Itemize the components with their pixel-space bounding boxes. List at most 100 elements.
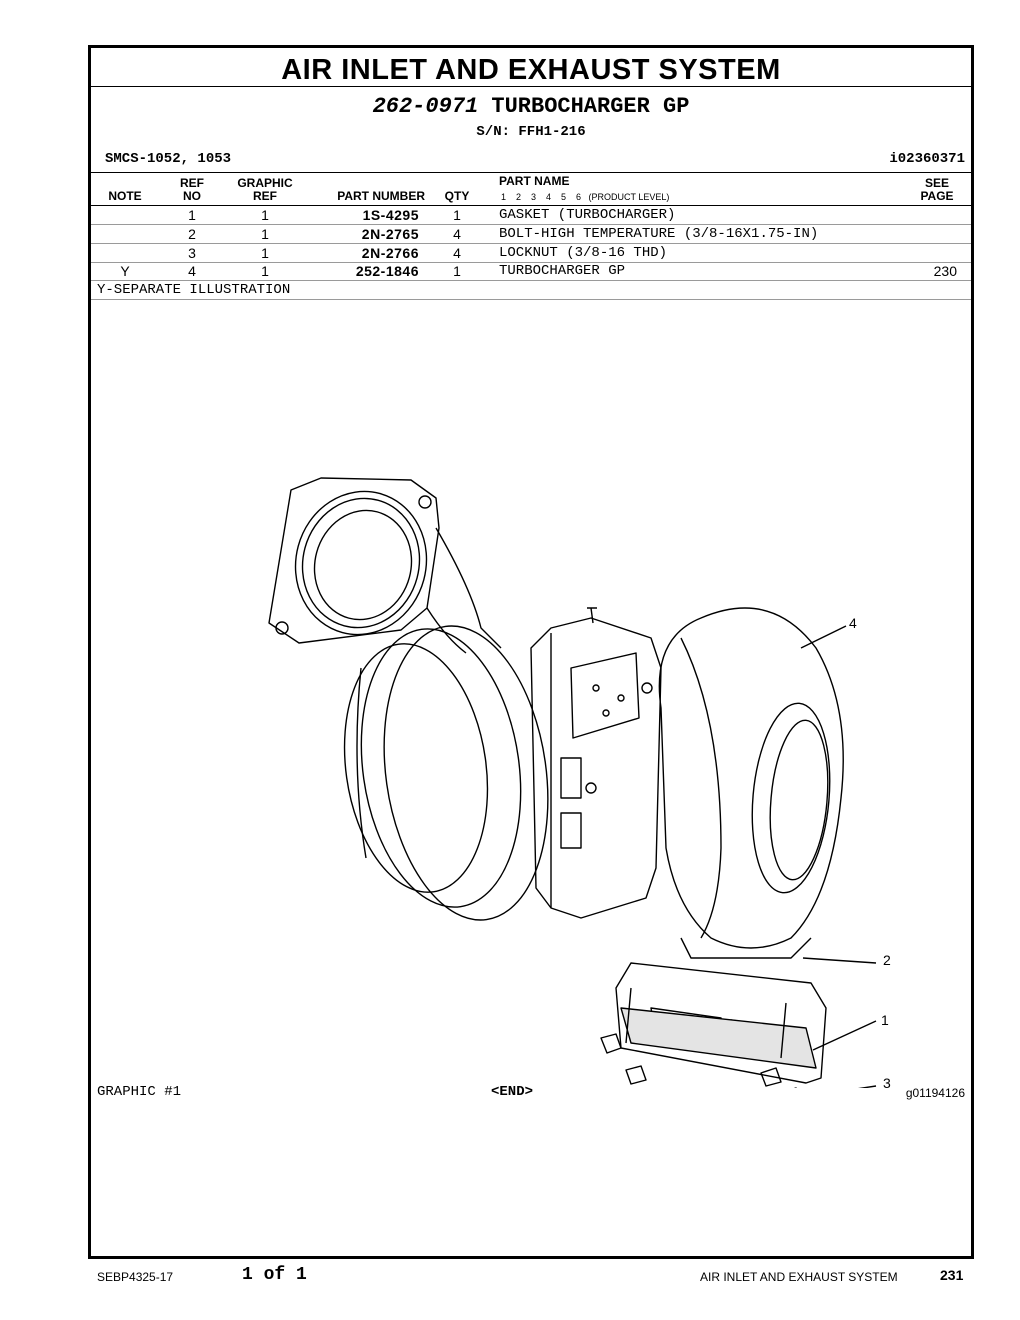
compressor-housing	[343, 643, 489, 893]
turbine-outlet	[751, 702, 831, 894]
row-ref-no: 3	[188, 245, 196, 261]
turbine-housing	[658, 607, 844, 949]
inlet-flange	[268, 477, 440, 644]
table-row[interactable]: 1 1 1S-4295 1 GASKET (TURBOCHARGER)	[91, 206, 971, 224]
turbocharger-illustration: 4 2 1 3	[268, 477, 891, 1088]
row-qty: 1	[453, 263, 461, 279]
header-ref-no-top: REF	[180, 176, 204, 190]
header-note: NOTE	[108, 189, 142, 203]
doc-number: SEBP4325-17	[97, 1270, 174, 1284]
row-divider	[91, 224, 971, 225]
flange-bolt-hole	[418, 495, 432, 509]
bolt-head	[617, 694, 625, 702]
page-number: 231	[940, 1267, 964, 1283]
row-graphic-ref: 1	[261, 263, 269, 279]
turbine-outlet-inner	[769, 719, 829, 881]
illustration-id: i02360371	[889, 151, 965, 167]
header-part-name: PART NAME	[499, 174, 570, 188]
row-qty: 1	[453, 207, 461, 223]
exhaust-flange	[615, 962, 827, 1084]
header-qty: QTY	[444, 189, 470, 203]
callout-3[interactable]: 3	[883, 1075, 891, 1088]
graphic-label: GRAPHIC #1	[97, 1084, 182, 1100]
header-ref-no-bottom: NO	[183, 189, 201, 203]
bearing-cover	[570, 652, 640, 739]
oil-ports	[560, 757, 582, 849]
leader-line-3	[857, 1085, 877, 1088]
header-divider	[91, 205, 971, 206]
row-graphic-ref: 1	[261, 226, 269, 242]
row-graphic-ref: 1	[261, 207, 269, 223]
bolt-head	[585, 782, 597, 794]
locknut	[625, 1065, 647, 1085]
row-ref-no: 1	[188, 207, 196, 223]
callout-4[interactable]: 4	[849, 615, 857, 631]
leader-line-2	[802, 957, 877, 964]
inlet-bore-core	[313, 509, 413, 621]
compressor-edge	[356, 667, 367, 859]
inlet-bore-inner	[301, 497, 421, 629]
callout-1[interactable]: 1	[881, 1012, 889, 1028]
locknut	[600, 1033, 622, 1054]
footer-section: AIR INLET AND EXHAUST SYSTEM	[700, 1270, 898, 1284]
row-part-number[interactable]: 2N-2766	[361, 245, 419, 261]
page-frame: AIR INLET AND EXHAUST SYSTEM 262-0971 TU…	[88, 45, 974, 1259]
table-row[interactable]: Y 4 1 252-1846 1 TURBOCHARGER GP 230	[91, 263, 971, 281]
end-marker: <END>	[491, 1084, 534, 1100]
row-part-number[interactable]: 2N-2765	[361, 226, 419, 242]
bolt-head	[602, 709, 610, 717]
leader-line-4	[800, 625, 847, 649]
header-graphic-ref-top: GRAPHIC	[237, 176, 293, 190]
compressor-volute	[360, 628, 522, 908]
row-qty: 4	[453, 245, 461, 261]
group-name: TURBOCHARGER GP	[491, 94, 690, 119]
bolt-head	[592, 684, 600, 692]
callout-2[interactable]: 2	[883, 952, 891, 968]
bolt-head	[641, 682, 653, 694]
inlet-elbow	[435, 527, 502, 649]
title-divider	[91, 86, 971, 87]
turbine-seam	[680, 637, 722, 939]
leader-line-1	[812, 1020, 877, 1051]
smcs-divider	[91, 172, 971, 173]
graphic-id: g01194126	[905, 1086, 965, 1100]
row-part-name: BOLT-HIGH TEMPERATURE (3/8-16X1.75-IN)	[499, 226, 819, 242]
row-part-name: TURBOCHARGER GP	[499, 263, 626, 279]
group-part-number[interactable]: 262-0971	[372, 94, 479, 119]
header-part-number: PART NUMBER	[337, 189, 425, 203]
turbine-base	[680, 937, 812, 959]
center-housing	[530, 617, 662, 919]
section-title: AIR INLET AND EXHAUST SYSTEM	[281, 54, 781, 86]
page-count: 1 of 1	[242, 1265, 307, 1285]
row-see-page[interactable]: 230	[933, 263, 957, 279]
row-part-name: GASKET (TURBOCHARGER)	[499, 207, 676, 223]
header-product-level: 1 2 3 4 5 6 (PRODUCT LEVEL)	[501, 192, 670, 202]
row-graphic-ref: 1	[261, 245, 269, 261]
header-see-page-top: SEE	[924, 176, 949, 190]
row-divider	[91, 243, 971, 244]
fitting	[587, 607, 597, 624]
separate-illustration-note: Y-SEPARATE ILLUSTRATION	[97, 282, 291, 298]
row-note: Y	[120, 263, 130, 279]
row-ref-no: 4	[188, 263, 196, 279]
inlet-elbow-lower	[426, 607, 467, 654]
header-see-page-bottom: PAGE	[920, 189, 954, 203]
group-title: 262-0971 TURBOCHARGER GP	[91, 94, 971, 119]
locknut	[760, 1067, 782, 1087]
serial-number: S/N: FFH1-216	[476, 124, 586, 140]
row-qty: 4	[453, 226, 461, 242]
table-row[interactable]: 3 1 2N-2766 4 LOCKNUT (3/8-16 THD)	[91, 244, 971, 262]
smcs-codes: SMCS-1052, 1053	[105, 151, 232, 167]
stud	[625, 987, 787, 1059]
row-part-number[interactable]: 1S-4295	[362, 207, 419, 223]
row-divider	[91, 280, 971, 281]
table-row[interactable]: 2 1 2N-2765 4 BOLT-HIGH TEMPERATURE (3/8…	[91, 225, 971, 243]
row-part-name: LOCKNUT (3/8-16 THD)	[499, 245, 668, 261]
flange-bolt-hole	[275, 621, 289, 635]
compressor-rim	[383, 625, 549, 921]
row-divider	[91, 262, 971, 263]
row-part-number[interactable]: 252-1846	[355, 263, 419, 279]
row-ref-no: 2	[188, 226, 196, 242]
row-divider	[91, 299, 971, 300]
inlet-bore-outer	[294, 490, 428, 636]
